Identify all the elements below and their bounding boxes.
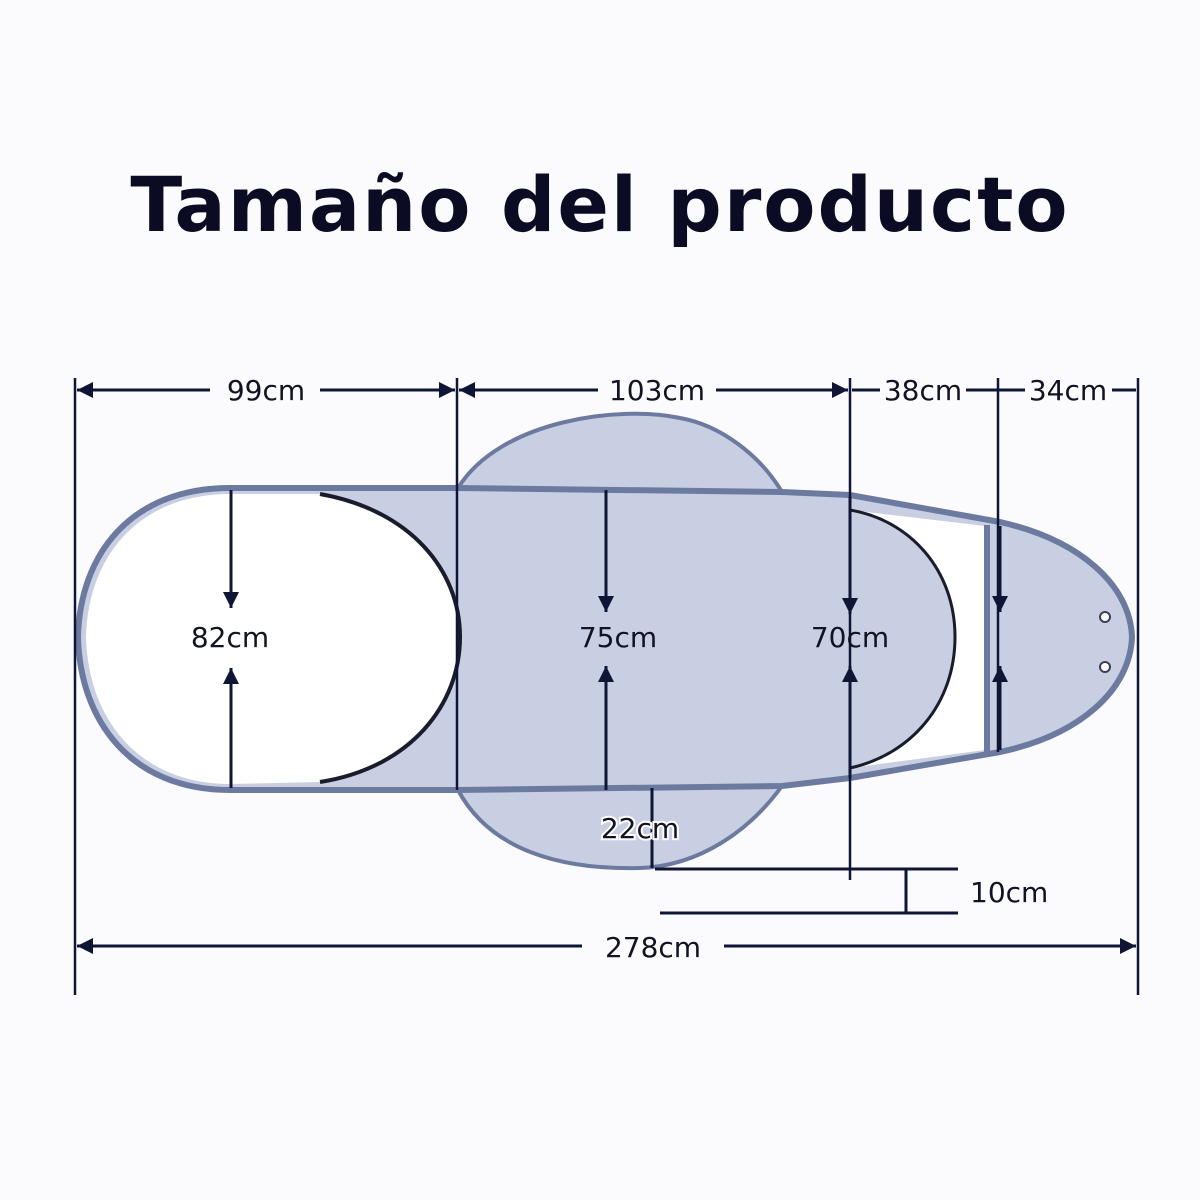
dimension-label-278: 278cm xyxy=(605,931,701,964)
width-arrows xyxy=(223,490,1008,790)
dimension-label-70: 70cm xyxy=(811,621,889,654)
dimension-label-38: 38cm xyxy=(884,374,962,407)
dimension-label-75: 75cm xyxy=(579,621,657,654)
dimension-label-82: 82cm xyxy=(191,621,269,654)
offset-dimension xyxy=(655,867,958,915)
dimension-label-103: 103cm xyxy=(609,374,705,407)
hole-icon xyxy=(1099,611,1111,623)
extension-lines xyxy=(73,378,1140,995)
dimension-label-99: 99cm xyxy=(227,374,305,407)
dimension-label-34: 34cm xyxy=(1029,374,1107,407)
cover-shape xyxy=(74,411,1136,871)
hole-icon xyxy=(1099,661,1111,673)
dimension-label-22: 22cm xyxy=(601,812,679,845)
page-title: Tamaño del producto xyxy=(130,160,1070,249)
dimension-label-10: 10cm xyxy=(970,876,1048,909)
